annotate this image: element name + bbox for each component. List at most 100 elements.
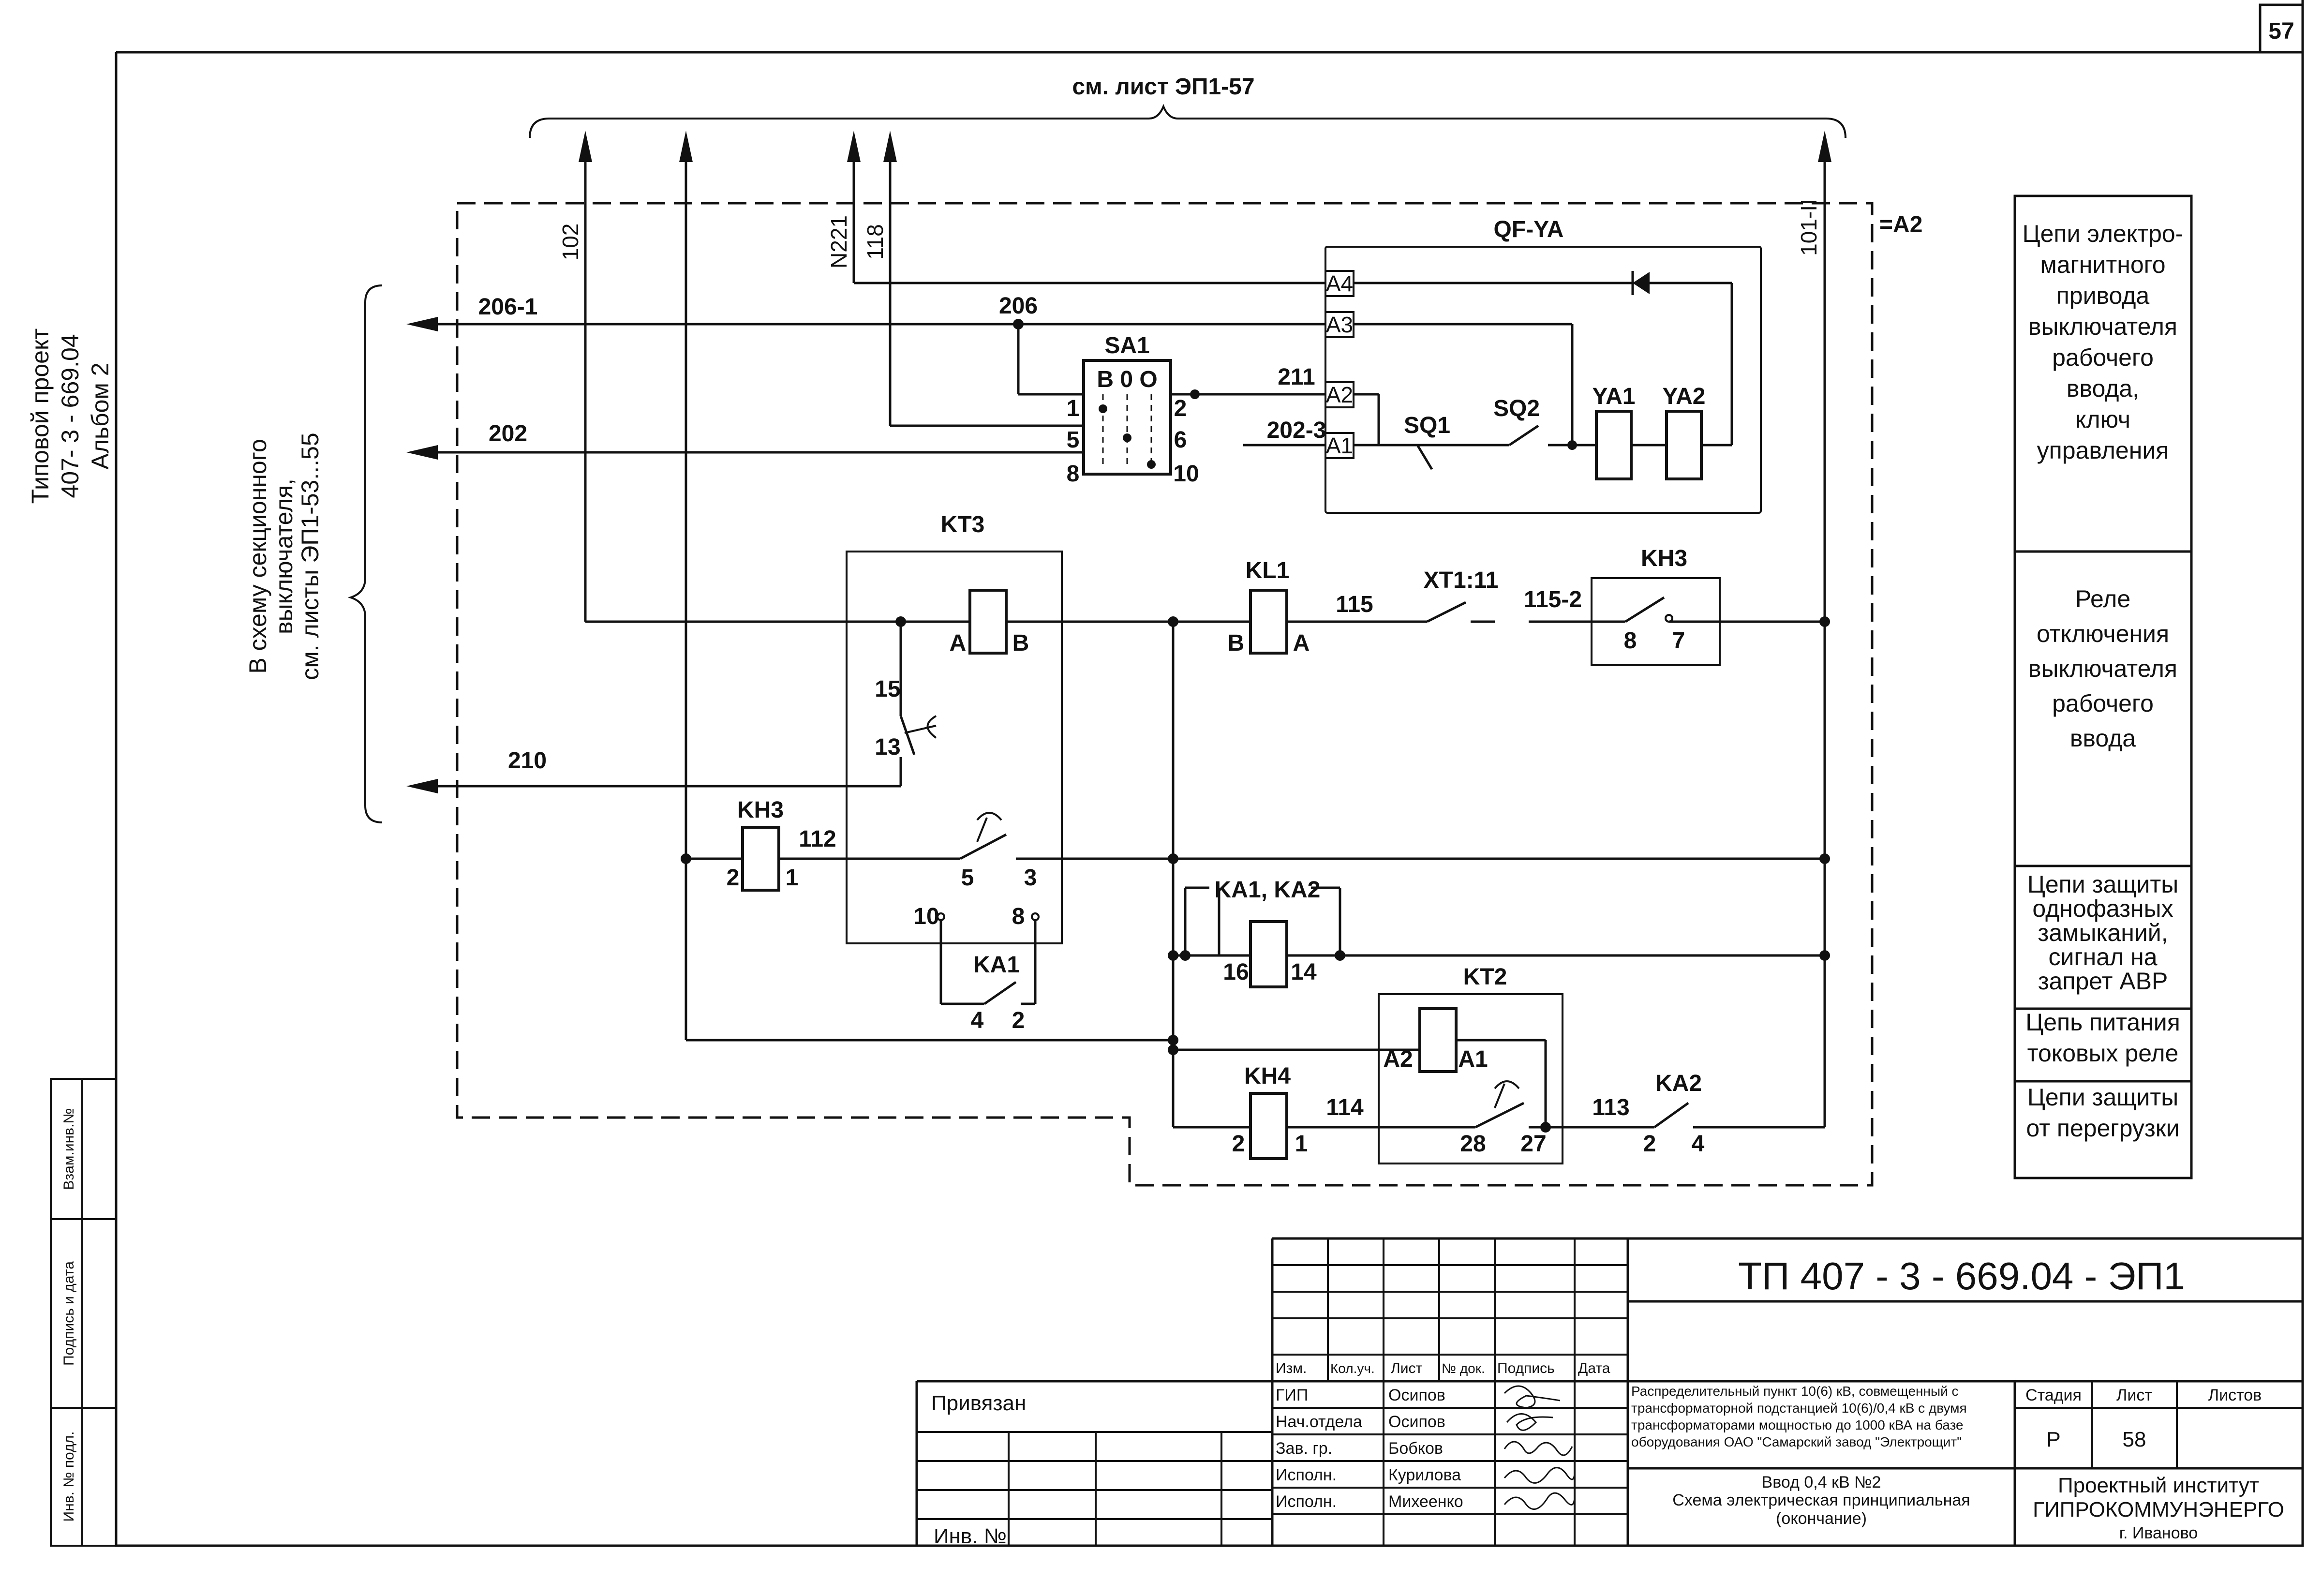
kt3-pin-15: 15: [875, 676, 900, 702]
kl1-label: KL1: [1246, 558, 1290, 583]
wire-202: 202: [489, 421, 527, 447]
kh4-label: KH4: [1244, 1063, 1291, 1089]
supply-line: [686, 1035, 1178, 1045]
terminal-a3: A3: [1326, 312, 1353, 337]
staff-name: Бобков: [1388, 1439, 1443, 1458]
stage-value: Р: [2046, 1428, 2060, 1451]
sheet-number: 57: [2268, 18, 2294, 44]
kt2-pin-27: 27: [1520, 1131, 1546, 1157]
wire-118: 118: [863, 224, 888, 259]
kh3-left-coil: [741, 826, 780, 892]
staff-role: ГИП: [1276, 1386, 1308, 1404]
inv-no-label: Инв. №: [934, 1524, 1007, 1548]
sa1-wiring: 206-1 206 202 211 202-3: [406, 293, 1326, 460]
legend-line: замыканий,: [2038, 919, 2168, 946]
kt2-label: KT2: [1463, 964, 1507, 990]
brace-text-1: В схему секционного: [244, 439, 271, 673]
col-date: Дата: [1578, 1360, 1610, 1376]
kt3-a: A: [950, 630, 967, 656]
bus-arrows: [579, 131, 1831, 1127]
staff-name: Осипов: [1388, 1413, 1445, 1431]
legend-line: от перегрузки: [2026, 1115, 2179, 1142]
kt2-timed-contact: [1474, 1102, 1525, 1129]
legend-line: ввода: [2070, 725, 2136, 752]
terminal-a1: A1: [1326, 433, 1353, 458]
wire-N221: N221: [826, 215, 851, 268]
staff-role: Зав. гр.: [1276, 1439, 1332, 1458]
margin-stamp: Взам.инв.№ Подпись и дата Инв. № подл.: [50, 1078, 117, 1547]
ka1-contact: 10 8 KA1 4 2: [913, 904, 1040, 1033]
sa1-pin-5: 5: [1067, 427, 1080, 453]
kh3-left-label: KH3: [737, 797, 784, 823]
sa1-label: SA1: [1104, 333, 1149, 358]
trip-relay-row: KT3 A B 210 15 13 KL1 B A 115 XT1:11 115…: [406, 512, 1830, 944]
stage-cells: Стадия Лист Листов Р 58 Проектный инстит…: [2025, 1386, 2284, 1542]
drawing-frame: 57: [115, 0, 2304, 1547]
header-reference: см. лист ЭП1-57: [1072, 74, 1254, 100]
sq1-contact: [1416, 444, 1433, 470]
kh3-left-pin-1: 1: [786, 865, 799, 891]
ka1-label: KA1: [973, 952, 1020, 978]
legend-line: сигнал на: [2048, 943, 2157, 970]
col-kol: Кол.уч.: [1330, 1361, 1375, 1376]
staff-role: Исполн.: [1276, 1492, 1337, 1511]
kh4-pin-2: 2: [1232, 1131, 1245, 1157]
wire-113: 113: [1592, 1095, 1629, 1120]
ka12-coil: [1249, 920, 1288, 988]
qf-ya-block: QF-YA A4 A3 A2 A1 SQ1 SQ2: [854, 217, 1762, 514]
kt3-pin-5: 5: [961, 865, 974, 891]
diode-icon: [1633, 272, 1650, 294]
terminal-a4: A4: [1326, 271, 1353, 296]
timer-icon: [976, 812, 1002, 842]
margin-cell-1: Взам.инв.№: [61, 1108, 77, 1190]
wire-102: 102: [558, 224, 583, 261]
staff-name: Курилова: [1388, 1466, 1461, 1484]
org-line-1: Проектный институт: [2058, 1474, 2259, 1497]
terminal-a2: A2: [1326, 382, 1353, 407]
ya1-label: YA1: [1593, 384, 1636, 409]
col-sign: Подпись: [1497, 1360, 1555, 1376]
legend-line: Реле: [2075, 585, 2130, 612]
legend-line: однофазных: [2032, 895, 2173, 922]
circuit-legend: [2013, 194, 2193, 1179]
doc-code: ТП 407 - 3 - 669.04 - ЭП1: [1738, 1254, 2185, 1298]
org-line-3: г. Иваново: [2119, 1524, 2198, 1542]
wire-115: 115: [1336, 592, 1373, 617]
sheets-header: Листов: [2208, 1386, 2262, 1404]
kt2-frame: [1378, 993, 1563, 1164]
kl1-coil: [1249, 589, 1288, 655]
drawing-title-3: (окончание): [1776, 1509, 1867, 1528]
legend-line: Цепи защиты: [2027, 871, 2178, 898]
ka1-pin-4: 4: [971, 1008, 984, 1033]
margin-cell-3: Инв. № подл.: [61, 1432, 77, 1522]
sa1-pin-2: 2: [1174, 396, 1187, 421]
brace-text-3: см. листы ЭП1-53...55: [297, 433, 324, 680]
project-line-3: Альбом 2: [87, 362, 114, 469]
sa1-positions: В 0 О: [1097, 367, 1157, 392]
staff-role: Исполн.: [1276, 1466, 1337, 1484]
left-brace: В схему секционного выключателя, см. лис…: [244, 284, 383, 823]
sheet-header: Лист: [2116, 1386, 2152, 1404]
wire-115-2: 115-2: [1524, 587, 1582, 612]
col-izm: Изм.: [1276, 1360, 1307, 1376]
assembly-boundary: =A2: [456, 202, 1922, 1187]
legend-line: рабочего: [2052, 690, 2154, 717]
kt2-a1: A1: [1458, 1046, 1488, 1072]
legend-line: отключения: [2037, 620, 2169, 647]
kt3-pin-3: 3: [1024, 865, 1037, 891]
legend-line: токовых реле: [2027, 1040, 2179, 1067]
kt3-pin-13: 13: [875, 734, 900, 760]
sheet-value: 58: [2123, 1428, 2146, 1451]
ka2-pin-4: 4: [1692, 1131, 1705, 1157]
overcurrent-row: KH3 2 1 112 5 3: [681, 797, 1830, 892]
kl1-b: B: [1228, 630, 1245, 656]
kt3-delay-contact: [899, 716, 916, 755]
kt2-pin-28: 28: [1460, 1131, 1486, 1157]
ya2-coil: [1665, 410, 1703, 480]
legend-line: привода: [2056, 282, 2150, 309]
kh3-left-pin-2: 2: [727, 865, 740, 891]
staff-role: Нач.отдела: [1276, 1413, 1362, 1431]
kt3-pin-10: 10: [913, 904, 939, 929]
